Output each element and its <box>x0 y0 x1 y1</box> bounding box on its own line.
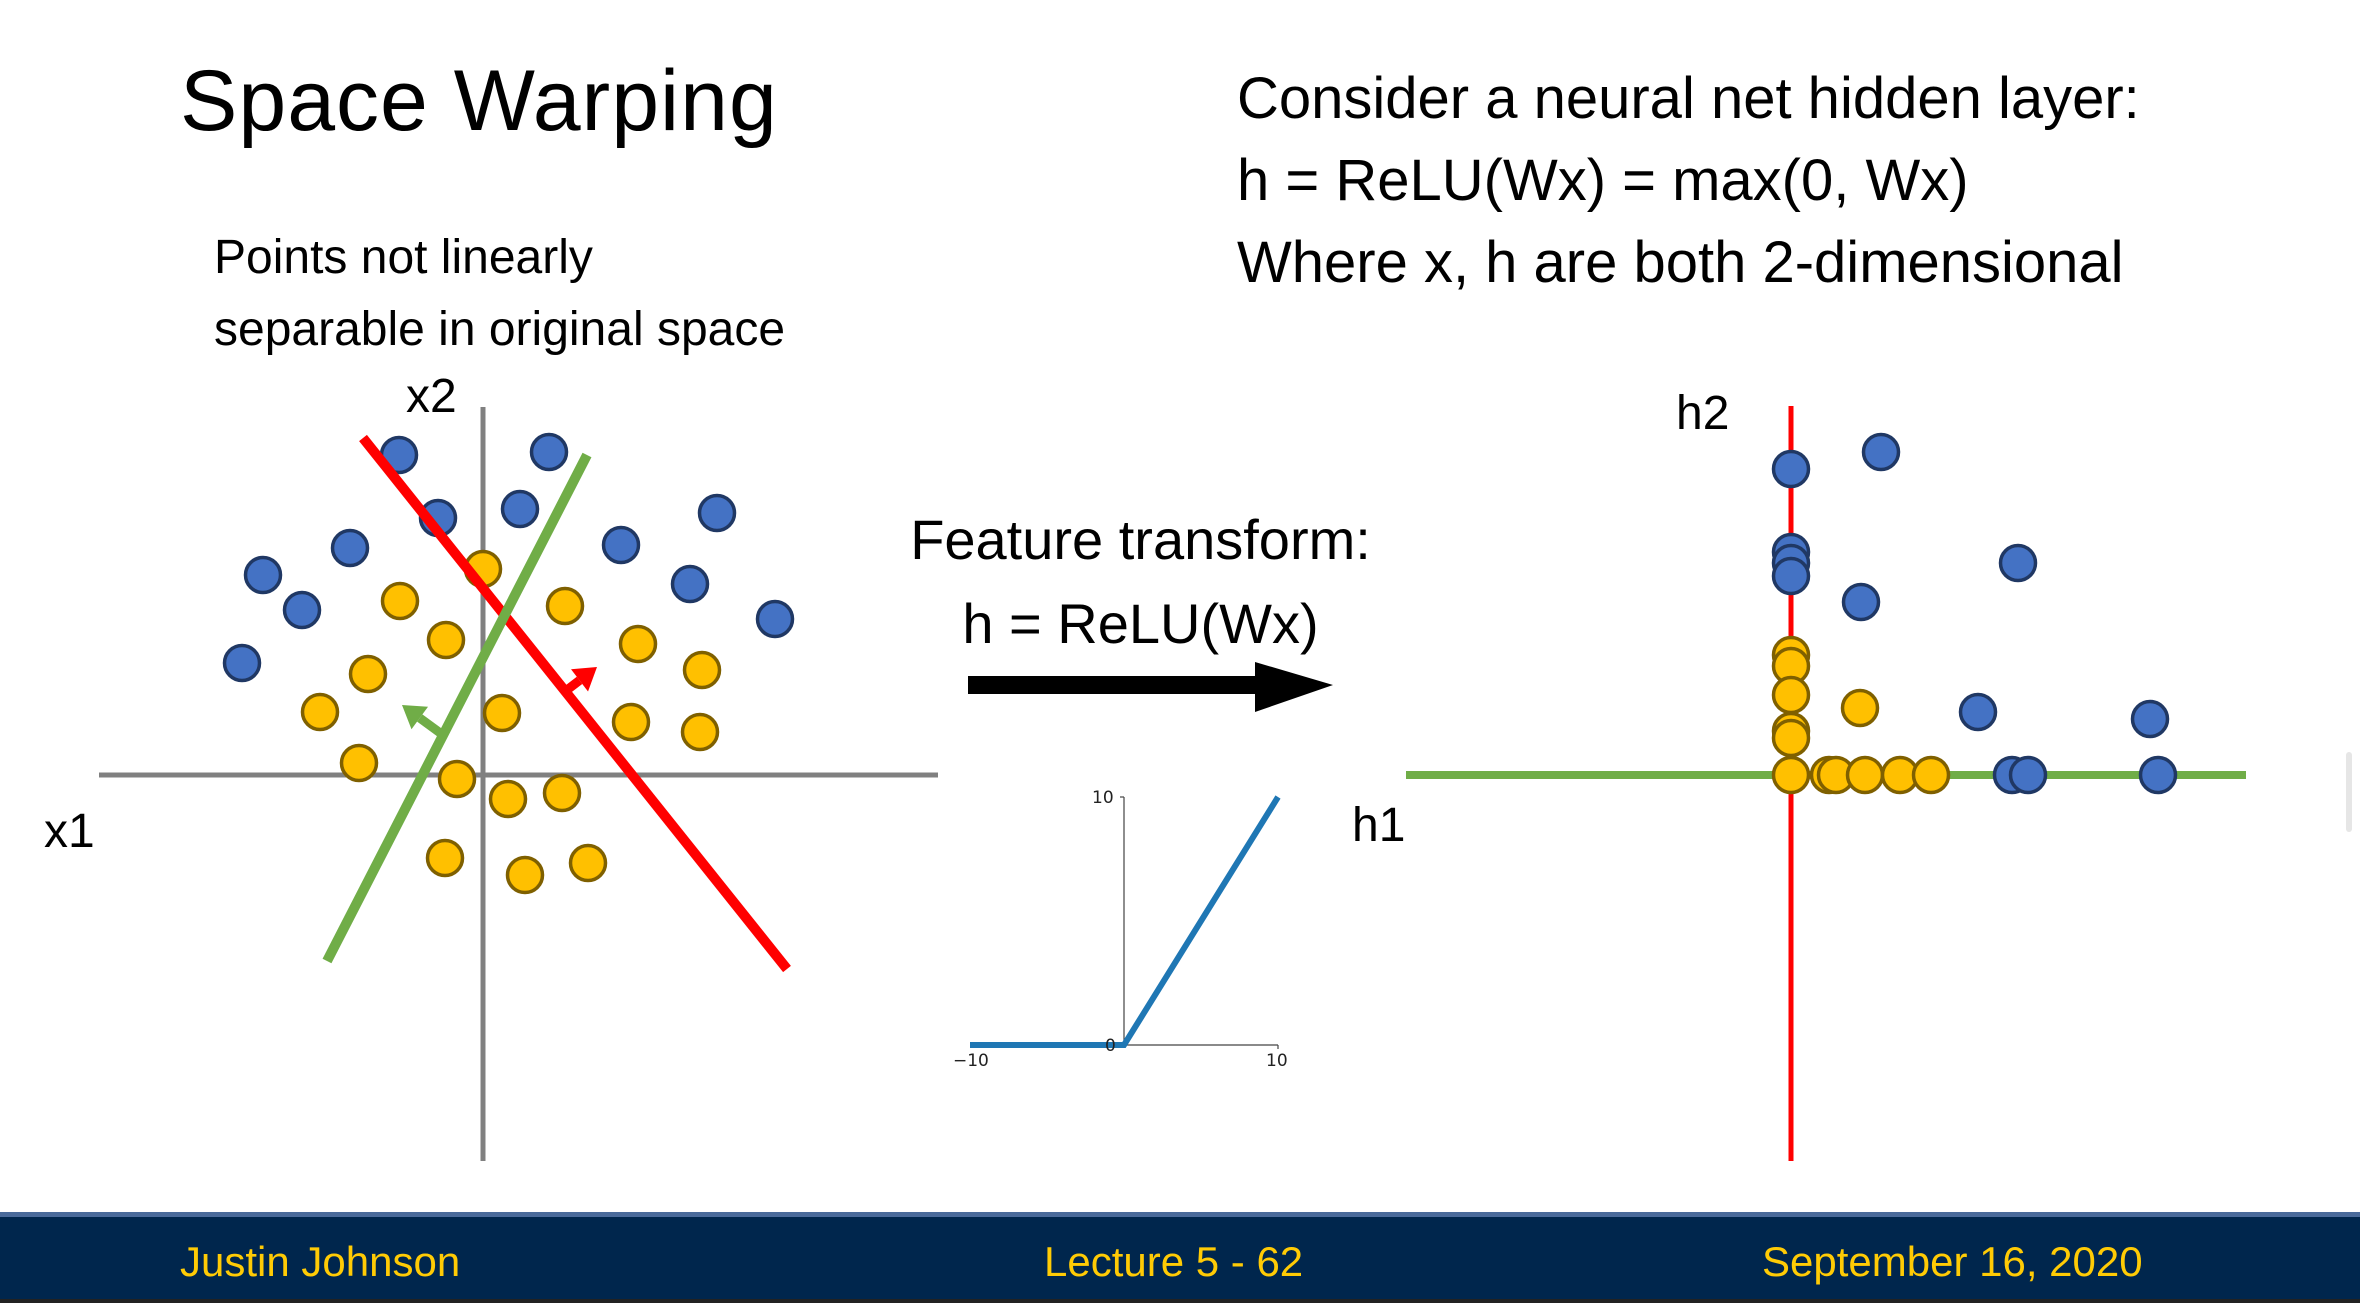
blue-class-point <box>1771 449 1811 489</box>
yellow-class-point <box>1840 688 1880 728</box>
feature-transform-label: Feature transform: h = ReLU(Wx) <box>878 498 1403 666</box>
slide-title: Space Warping <box>180 53 778 149</box>
yellow-class-point <box>348 654 388 694</box>
blue-class-point <box>500 489 540 529</box>
blue-class-point <box>1771 556 1811 596</box>
subtitle-line-1: Points not linearly <box>214 231 593 284</box>
yellow-class-point <box>1911 755 1951 795</box>
description-line-3: Where x, h are both 2-dimensional <box>1237 230 2124 295</box>
yellow-class-point <box>300 692 340 732</box>
blue-class-point <box>282 590 322 630</box>
blue-class-point <box>755 599 795 639</box>
yellow-class-point <box>488 779 528 819</box>
yellow-class-point <box>339 743 379 783</box>
blue-class-point <box>670 564 710 604</box>
h2-axis-label: h2 <box>1676 387 1730 440</box>
blue-class-point <box>1958 692 1998 732</box>
blue-class-point <box>2008 755 2048 795</box>
x1-axis-label: x1 <box>44 805 95 858</box>
red-boundary-normal-arrowhead <box>571 667 597 692</box>
transform-line-1: Feature transform: <box>910 508 1371 571</box>
feature-space-plot <box>1406 406 2246 1161</box>
footer-bar: Justin Johnson Lecture 5 - 62 September … <box>0 1212 2360 1300</box>
relu-ytick-10: 10 <box>1092 788 1114 808</box>
right-arrow-icon <box>968 662 1333 712</box>
yellow-class-point <box>505 855 545 895</box>
green-boundary-normal-arrowhead <box>402 705 429 730</box>
yellow-class-point <box>482 693 522 733</box>
blue-class-point <box>1998 543 2038 583</box>
description: Consider a neural net hidden layer: h = … <box>1237 58 2140 304</box>
yellow-class-point <box>1771 675 1811 715</box>
yellow-class-point <box>682 650 722 690</box>
yellow-class-point <box>545 586 585 626</box>
green-boundary-normal-shaft <box>417 714 446 739</box>
blue-class-point <box>330 528 370 568</box>
description-line-2: h = ReLU(Wx) = max(0, Wx) <box>1237 148 1969 213</box>
yellow-class-point <box>611 702 651 742</box>
description-line-1: Consider a neural net hidden layer: <box>1237 66 2140 131</box>
blue-class-point <box>222 643 262 683</box>
h1-axis-label: h1 <box>1352 799 1406 852</box>
yellow-class-point <box>542 773 582 813</box>
transform-line-2: h = ReLU(Wx) <box>962 592 1319 655</box>
relu-ytick-0: 0 <box>1105 1036 1116 1056</box>
yellow-class-point <box>680 712 720 752</box>
footer-author: Justin Johnson <box>180 1238 461 1285</box>
yellow-class-point <box>618 624 658 664</box>
yellow-class-point <box>1771 755 1811 795</box>
relu-plot <box>970 795 1281 1049</box>
footer-date: September 16, 2020 <box>1762 1238 2143 1285</box>
subtitle: Points not linearly separable in origina… <box>214 222 785 366</box>
relu-xtick-neg10: −10 <box>953 1051 989 1071</box>
vertical-scrollbar[interactable] <box>2346 752 2352 832</box>
yellow-class-point <box>425 838 465 878</box>
blue-class-point <box>529 432 569 472</box>
footer-lecture: Lecture 5 - 62 <box>1044 1238 1304 1285</box>
blue-class-point <box>2130 699 2170 739</box>
green-boundary-line <box>322 452 592 964</box>
relu-curve <box>970 795 1281 1048</box>
yellow-class-point <box>437 759 477 799</box>
yellow-class-point <box>568 843 608 883</box>
x2-axis-label: x2 <box>406 370 457 423</box>
blue-class-point <box>697 493 737 533</box>
blue-class-point <box>1841 582 1881 622</box>
red-boundary-normal-shaft <box>560 676 583 697</box>
yellow-class-point <box>380 581 420 621</box>
original-space-plot <box>99 407 938 1161</box>
yellow-class-point <box>1845 755 1885 795</box>
blue-class-point <box>601 525 641 565</box>
yellow-class-point <box>1771 718 1811 758</box>
blue-class-point <box>2138 755 2178 795</box>
subtitle-line-2: separable in original space <box>214 303 786 356</box>
footer-bottom-edge <box>0 1299 2360 1303</box>
blue-class-point <box>1861 432 1901 472</box>
relu-xtick-10: 10 <box>1266 1051 1288 1071</box>
blue-class-point <box>243 555 283 595</box>
yellow-class-point <box>426 620 466 660</box>
red-boundary-line <box>359 434 791 973</box>
